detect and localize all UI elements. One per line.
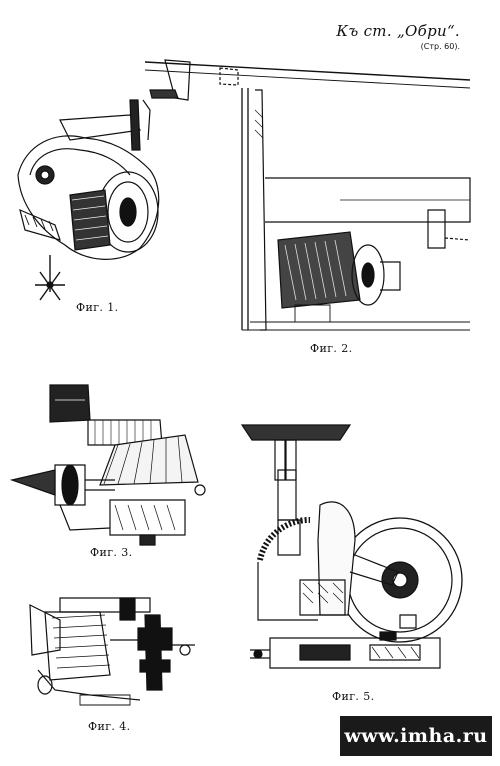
site-watermark: www.imha.ru (340, 716, 492, 756)
figure-2-drawing (144, 59, 471, 331)
figure-1-drawing (17, 99, 160, 301)
article-reference: Къ ст. „Обри“. (336, 22, 460, 40)
figure-3-caption: Фиг. 3. (90, 546, 133, 559)
figure-5-caption: Фиг. 5. (332, 690, 375, 703)
figure-3-drawing (9, 384, 206, 546)
figure-4-drawing (29, 597, 195, 706)
figure-2-caption: Фиг. 2. (310, 342, 353, 355)
plate-header: Къ ст. „Обри“. (Стр. 60). (336, 22, 460, 51)
figure-4-caption: Фиг. 4. (88, 720, 131, 733)
page-reference: (Стр. 60). (420, 42, 460, 51)
figure-5-drawing (240, 424, 463, 669)
figure-1-caption: Фиг. 1. (76, 301, 119, 314)
